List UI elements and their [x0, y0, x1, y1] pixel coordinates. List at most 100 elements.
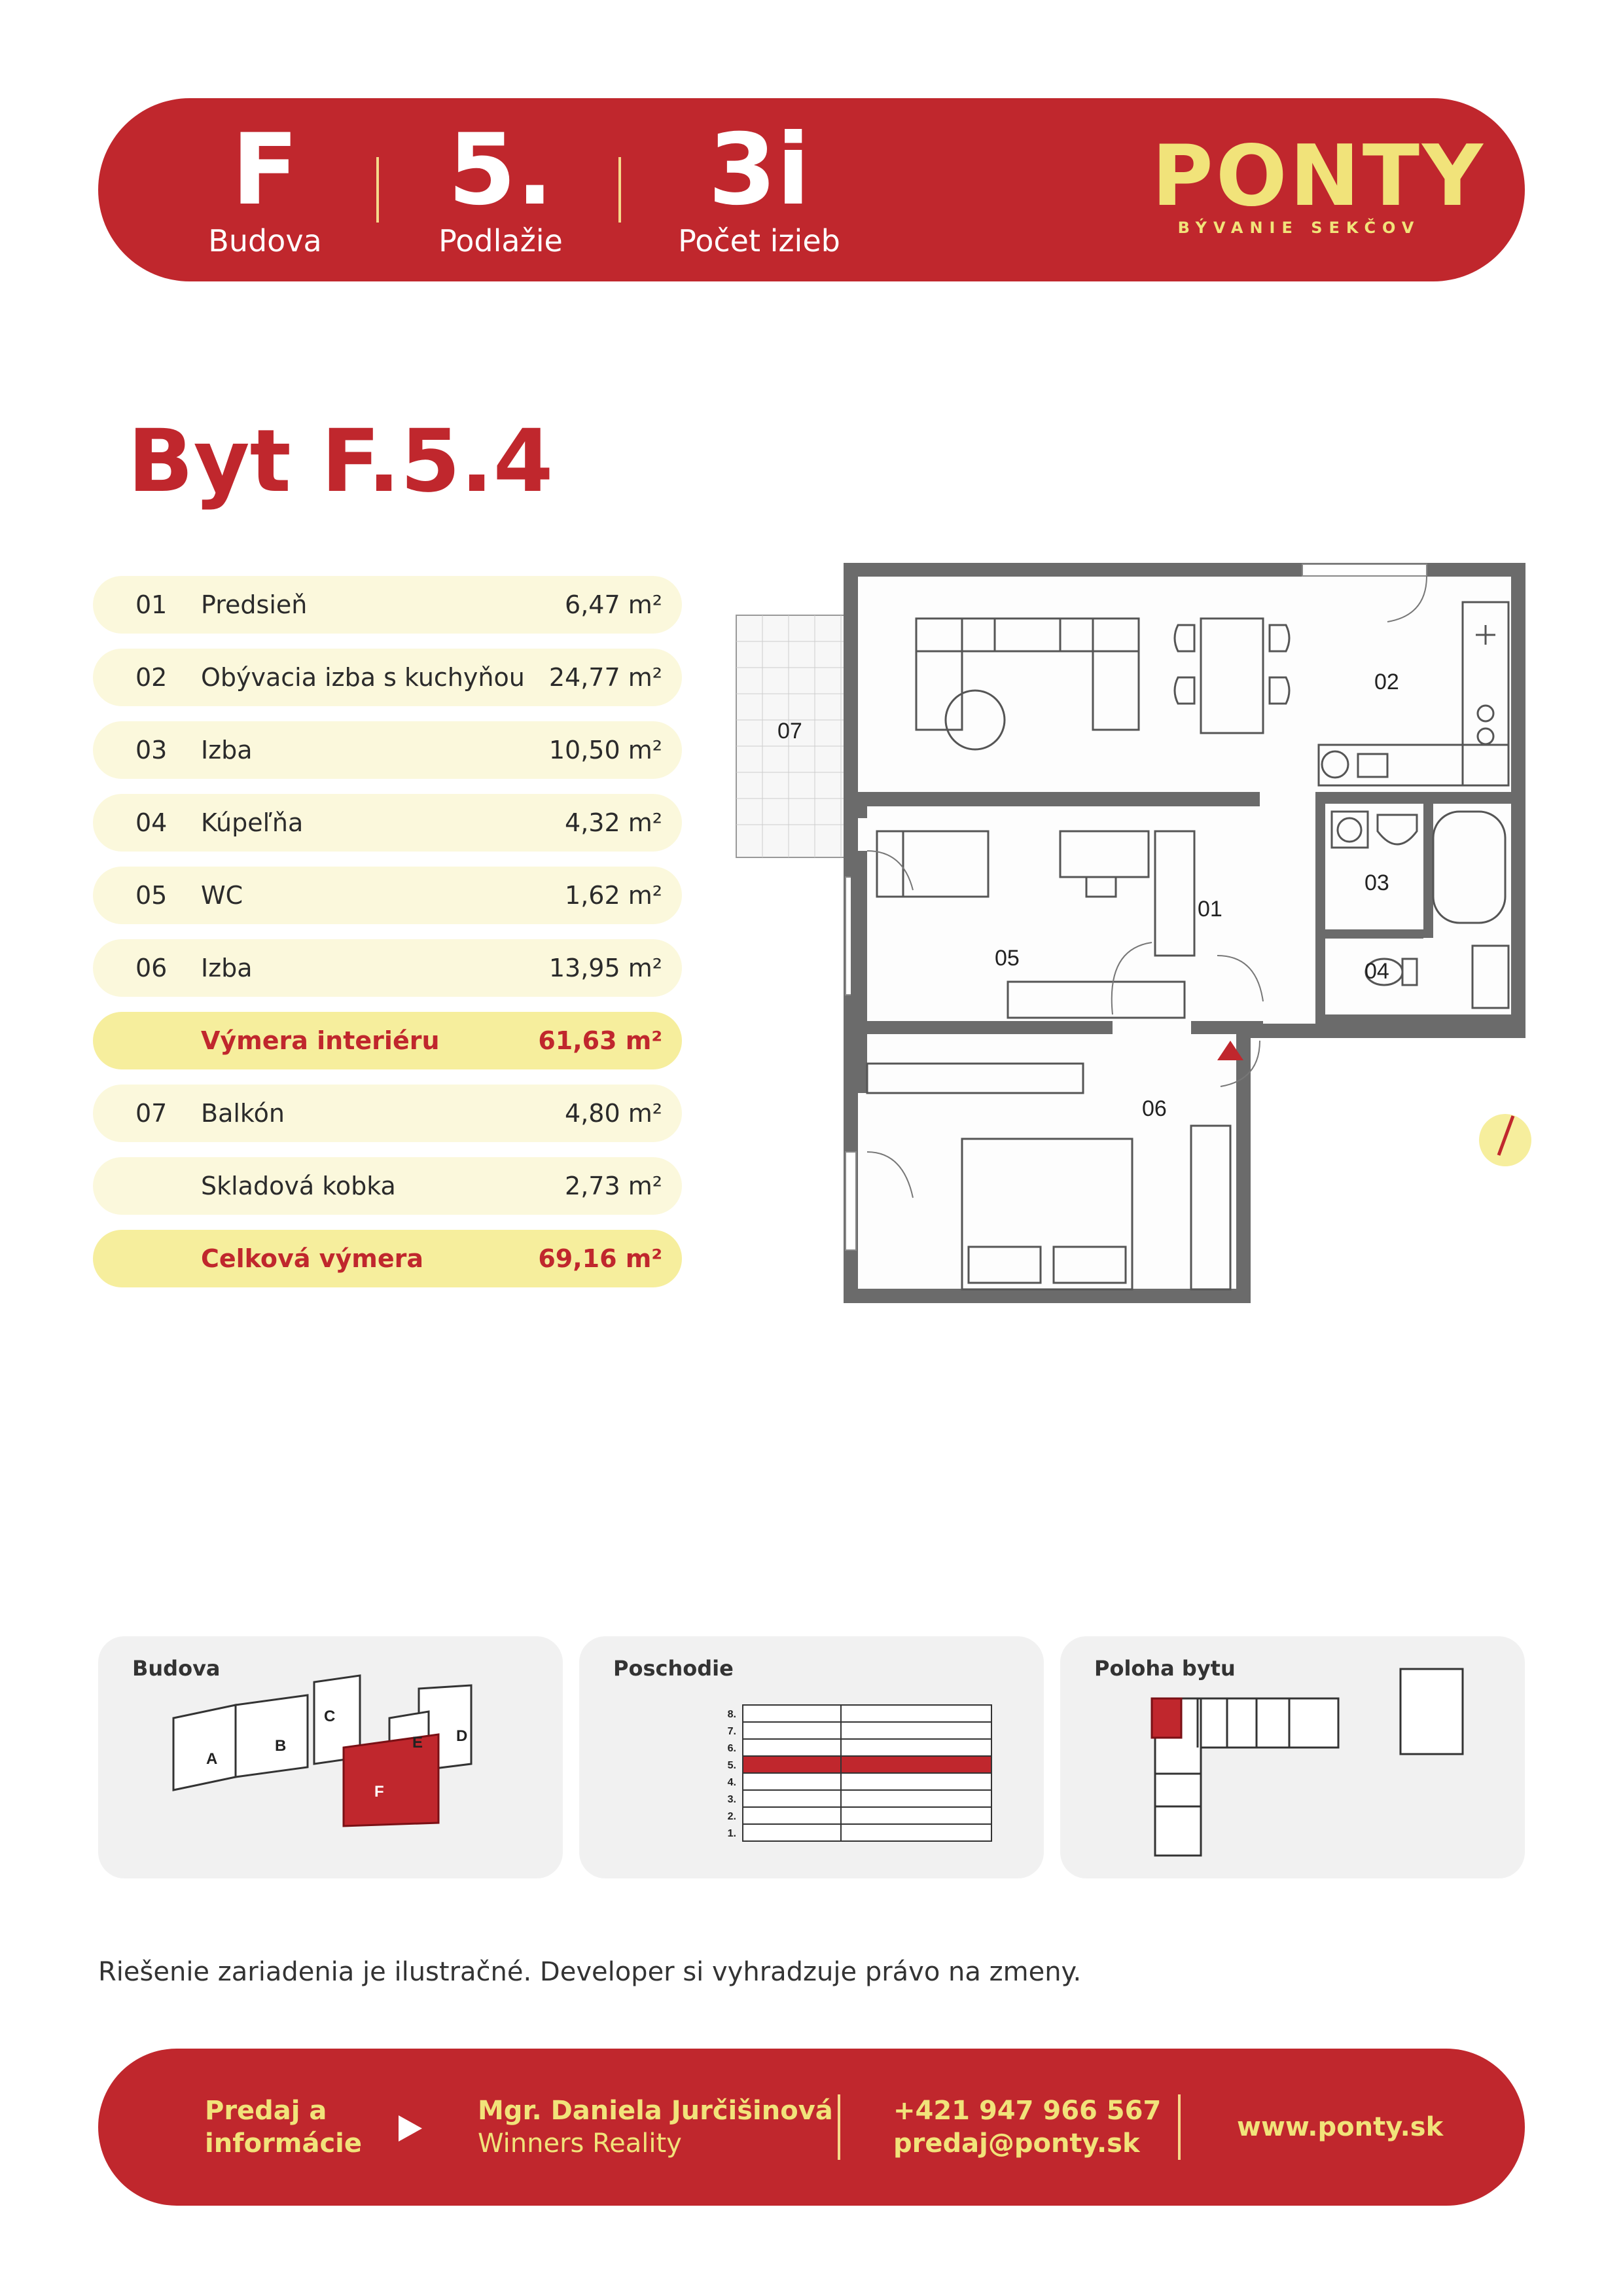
cta-line1: Predaj a — [205, 2096, 327, 2126]
room-name: Kúpeľňa — [201, 808, 304, 837]
floor-number-label: 8. — [728, 1709, 736, 1720]
balcony — [736, 615, 855, 858]
logo-wordmark: PONTY — [1152, 128, 1486, 225]
selected-apartment-marker — [1150, 1697, 1183, 1739]
room-area: 2,73 m² — [565, 1172, 662, 1200]
area-row: Skladová kobka 2,73 m² — [93, 1157, 682, 1215]
room-name: Skladová kobka — [201, 1172, 396, 1200]
floor-panel: Poschodie 8.7.6.5.4.3.2.1. — [579, 1636, 1044, 1878]
room-name: Výmera interiéru — [201, 1026, 440, 1055]
position-panel: Poloha bytu — [1060, 1636, 1525, 1878]
area-row: 07 Balkón 4,80 m² — [93, 1085, 682, 1142]
floor-bar — [742, 1738, 992, 1757]
floor-bar — [742, 1704, 992, 1723]
ponty-logo: PONTY BÝVANIE SEKČOV — [1152, 128, 1486, 238]
room-name: Izba — [201, 736, 253, 764]
interior-walls — [851, 792, 1522, 1093]
room-label-04: 04 — [1364, 959, 1389, 984]
block-label: C — [324, 1708, 335, 1725]
area-row: 06 Izba 13,95 m² — [93, 939, 682, 997]
floor-number-label: 6. — [728, 1743, 736, 1754]
floor-bar — [742, 1721, 992, 1740]
room-name: Celková výmera — [201, 1244, 423, 1273]
rooms-info: 3i Počet izieb — [661, 118, 857, 259]
area-row: 04 Kúpeľňa 4,32 m² — [93, 794, 682, 852]
room-number: 02 — [135, 663, 168, 692]
floor-bar-highlighted — [742, 1755, 992, 1774]
floor-number-label: 7. — [728, 1726, 736, 1737]
room-number: 04 — [135, 808, 168, 837]
room-label-03: 03 — [1364, 870, 1389, 895]
room-area: 69,16 m² — [538, 1244, 662, 1273]
block-label: A — [206, 1750, 217, 1768]
header-divider — [618, 157, 621, 223]
disclaimer-text: Riešenie zariadenia je ilustračné. Devel… — [98, 1957, 1082, 1987]
agent-company: Winners Reality — [478, 2128, 682, 2159]
sofa — [915, 617, 1140, 731]
block-f-shape — [342, 1733, 440, 1827]
room-name: Izba — [201, 954, 253, 982]
block-label: E — [412, 1734, 423, 1751]
rooms-value: 3i — [708, 113, 810, 227]
rooms-label: Počet izieb — [678, 223, 840, 259]
floor-value: 5. — [448, 113, 554, 227]
separate-wing — [1399, 1668, 1464, 1755]
room-number: 01 — [135, 590, 168, 619]
cta-line2: informácie — [205, 2128, 363, 2159]
building-label: Budova — [208, 223, 322, 259]
area-row-grand-total: Celková výmera 69,16 m² — [93, 1230, 682, 1287]
area-row: 03 Izba 10,50 m² — [93, 721, 682, 779]
room-name: Predsieň — [201, 590, 308, 619]
balcony-tiles — [736, 615, 854, 857]
footer-divider — [838, 2094, 840, 2160]
room-label-02: 02 — [1374, 670, 1399, 694]
area-row-interior-total: Výmera interiéru 61,63 m² — [93, 1012, 682, 1069]
room-number: 06 — [135, 954, 168, 982]
contact-info: +421 947 966 567 predaj@ponty.sk — [893, 2094, 1161, 2160]
bathroom-fixtures — [1330, 810, 1507, 924]
room-label-01: 01 — [1198, 897, 1222, 922]
entrance-marker — [1217, 1041, 1243, 1060]
floor-bar — [742, 1789, 992, 1808]
room-area: 61,63 m² — [538, 1026, 662, 1055]
floor-info: 5. Podlažie — [402, 118, 599, 259]
room-name: Balkón — [201, 1099, 285, 1128]
window — [1302, 564, 1427, 577]
block-b-shape — [234, 1694, 309, 1778]
block-label: B — [275, 1737, 286, 1755]
kitchen-counter — [1317, 601, 1510, 787]
room-area: 13,95 m² — [548, 954, 662, 982]
agent-name: Mgr. Daniela Jurčišinová — [478, 2096, 833, 2126]
logo-tagline: BÝVANIE SEKČOV — [1177, 219, 1421, 237]
building-info: F Budova — [167, 118, 363, 259]
room-area: 1,62 m² — [565, 881, 662, 910]
agent-info: Mgr. Daniela Jurčišinová Winners Reality — [478, 2094, 833, 2160]
footer-banner: Predaj a informácie Mgr. Daniela Jurčiši… — [98, 2049, 1525, 2206]
bed-room-05 — [876, 830, 1196, 1019]
floor-label: Podlažie — [438, 223, 563, 259]
building-value: F — [231, 113, 299, 227]
phone-link[interactable]: +421 947 966 567 — [893, 2096, 1162, 2126]
room-name: WC — [201, 881, 243, 910]
floor-number-label: 5. — [728, 1760, 736, 1771]
email-link[interactable]: predaj@ponty.sk — [893, 2128, 1140, 2159]
area-row: 01 Predsieň 6,47 m² — [93, 576, 682, 634]
panel-title: Poschodie — [613, 1656, 734, 1681]
block-label: D — [456, 1727, 467, 1745]
floor-number-label: 1. — [728, 1828, 736, 1839]
room-area: 4,32 m² — [565, 808, 662, 837]
room-name: Obývacia izba s kuchyňou — [201, 663, 525, 692]
room-label-05: 05 — [995, 946, 1020, 971]
panel-title: Budova — [132, 1656, 221, 1681]
floor-bar — [742, 1772, 992, 1791]
header-banner: F Budova 5. Podlažie 3i Počet izieb PONT… — [98, 98, 1525, 281]
door-swings — [866, 575, 1427, 1198]
room-number: 03 — [135, 736, 168, 764]
coffee-table — [944, 689, 1006, 751]
floor-stack: 8.7.6.5.4.3.2.1. — [728, 1704, 992, 1842]
floor-bar — [742, 1823, 992, 1842]
play-arrow-icon — [399, 2115, 422, 2142]
room-area: 24,77 m² — [548, 663, 662, 692]
website-link[interactable]: www.ponty.sk — [1237, 2112, 1444, 2142]
toilet — [1364, 944, 1510, 1009]
